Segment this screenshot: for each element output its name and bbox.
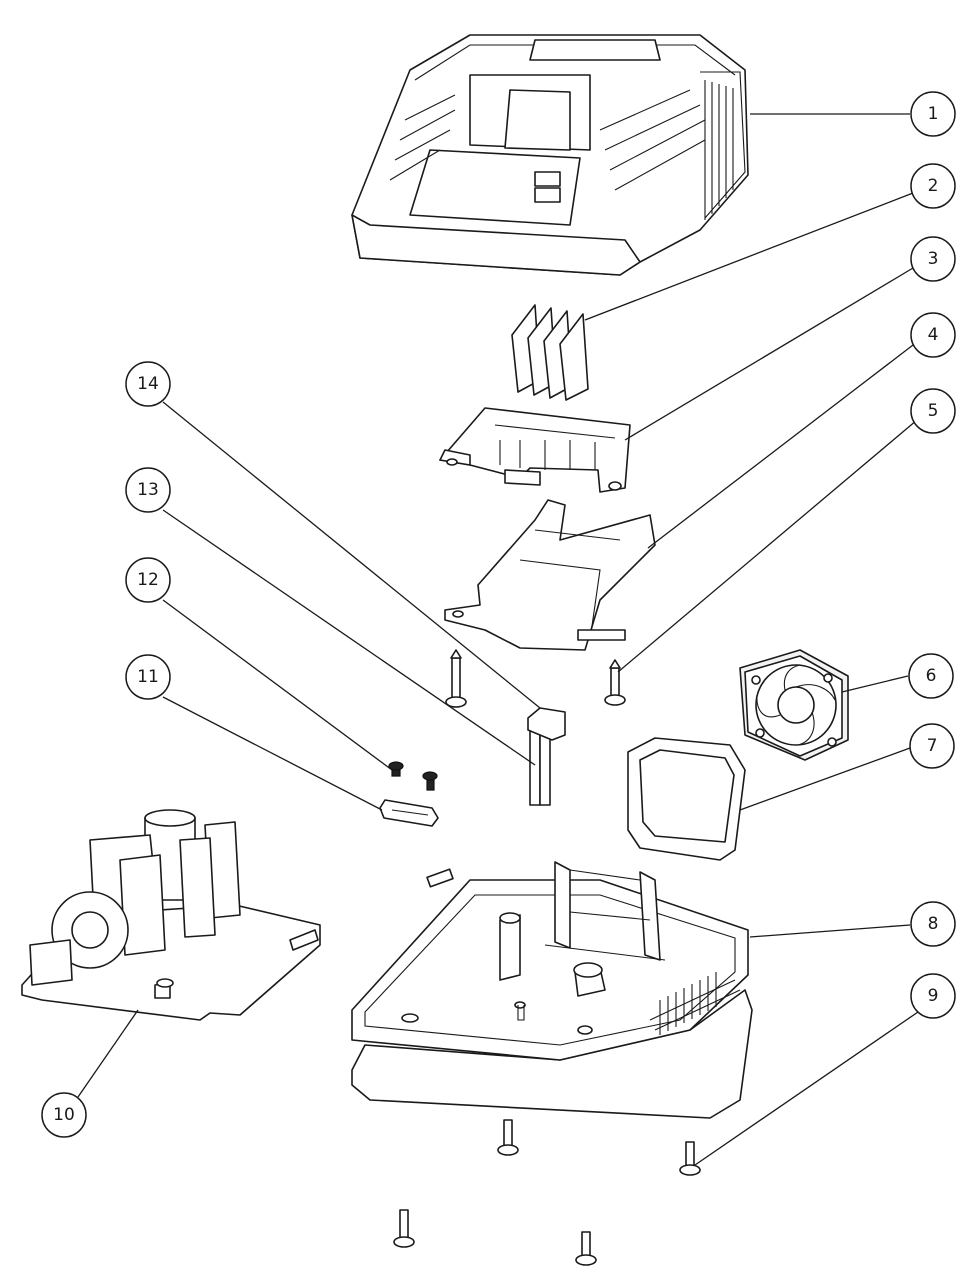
part-fan-gasket [627,737,746,861]
balloon-1-label: 1 [928,104,939,124]
leader-4 [647,344,914,549]
balloon-4-label: 4 [928,325,939,345]
balloon-4: 4 [910,312,956,358]
balloon-5-label: 5 [928,401,939,421]
balloon-13: 13 [125,467,171,513]
leader-5 [617,419,918,673]
balloon-6: 6 [908,653,954,699]
leader-14 [162,401,541,709]
leader-9 [694,1011,919,1166]
part-circuit-board [21,809,321,1021]
part-cooling-fan [739,649,849,761]
leader-12 [162,599,393,771]
leader-10 [77,1009,139,1098]
balloon-8: 8 [910,901,956,947]
part-top-housing [351,34,749,276]
balloon-3: 3 [910,236,956,282]
leader-2 [584,192,914,321]
part-terminal-holder [439,407,631,493]
balloon-10-label: 10 [53,1105,75,1125]
leader-lines [77,113,919,1166]
balloon-12-label: 12 [137,570,159,590]
part-battery-guide [444,499,656,651]
balloon-8-label: 8 [928,914,939,934]
balloon-10: 10 [41,1092,87,1138]
balloon-12: 12 [125,557,171,603]
balloon-7-label: 7 [927,736,938,756]
balloon-2: 2 [910,163,956,209]
callout-balloons: 1 2 3 4 5 6 7 8 9 10 11 12 13 14 [41,91,956,1138]
part-light-pipe [527,707,566,806]
leader-3 [624,267,914,441]
leader-6 [841,675,909,693]
leader-11 [162,696,383,811]
balloon-2-label: 2 [928,176,939,196]
balloon-14-label: 14 [137,374,159,394]
balloon-9-label: 9 [928,986,939,1006]
balloon-13-label: 13 [137,480,159,500]
part-small-screws [388,761,438,791]
balloon-11: 11 [125,654,171,700]
part-contact-terminals [511,304,589,401]
balloon-1: 1 [910,91,956,137]
leader-8 [749,924,911,938]
balloon-11-label: 11 [137,667,159,687]
part-screws [393,868,701,1266]
part-base-housing [351,861,753,1119]
leader-13 [162,509,536,766]
balloon-6-label: 6 [926,666,937,686]
leader-7 [739,747,911,811]
part-standoff-pins [445,649,626,708]
balloon-5: 5 [910,388,956,434]
balloon-3-label: 3 [928,249,939,269]
balloon-7: 7 [909,723,955,769]
balloon-9: 9 [910,973,956,1019]
part-clip [379,799,439,827]
balloon-14: 14 [125,361,171,407]
